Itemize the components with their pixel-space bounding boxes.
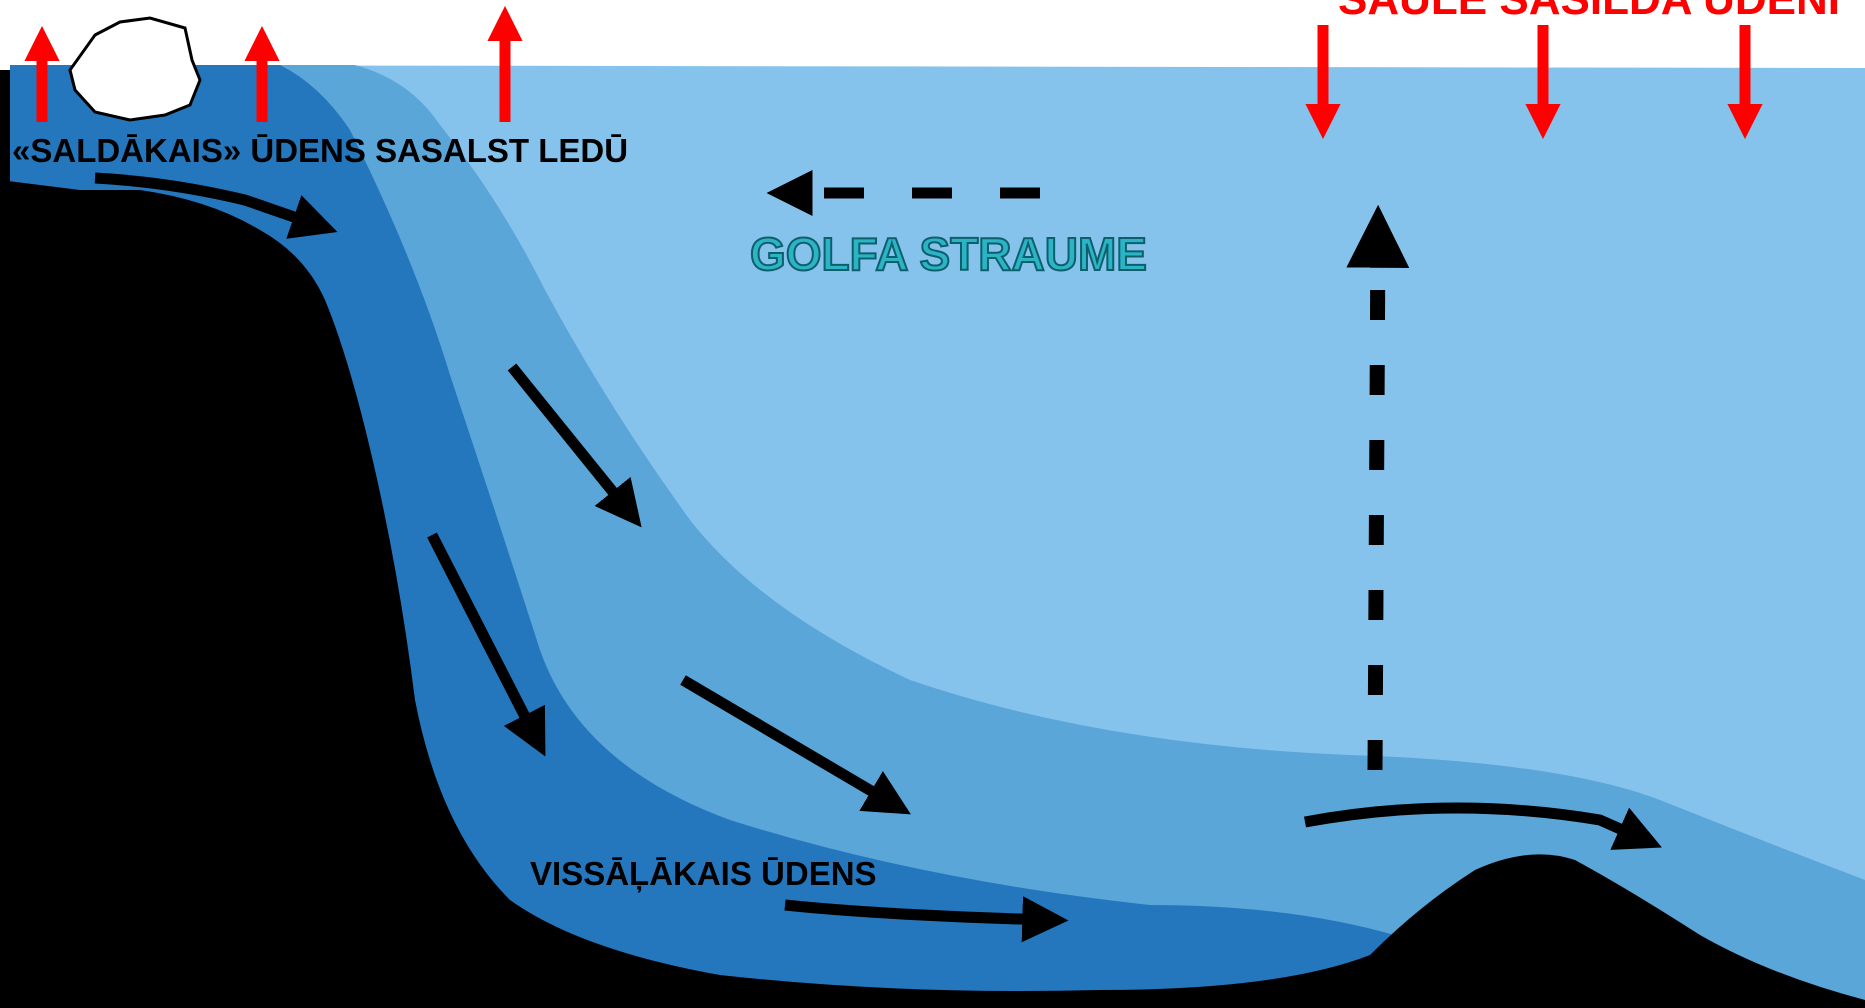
saltiest-water-label: VISSĀĻĀKAIS ŪDENS bbox=[530, 855, 877, 892]
gulf-stream-label: GOLFA STRAUME bbox=[750, 228, 1147, 280]
header-title: SAULE SASILDA ŪDENI bbox=[1338, 0, 1840, 24]
ice-formation-label: «SALDĀKAIS» ŪDENS SASALST LEDŪ bbox=[12, 132, 628, 169]
